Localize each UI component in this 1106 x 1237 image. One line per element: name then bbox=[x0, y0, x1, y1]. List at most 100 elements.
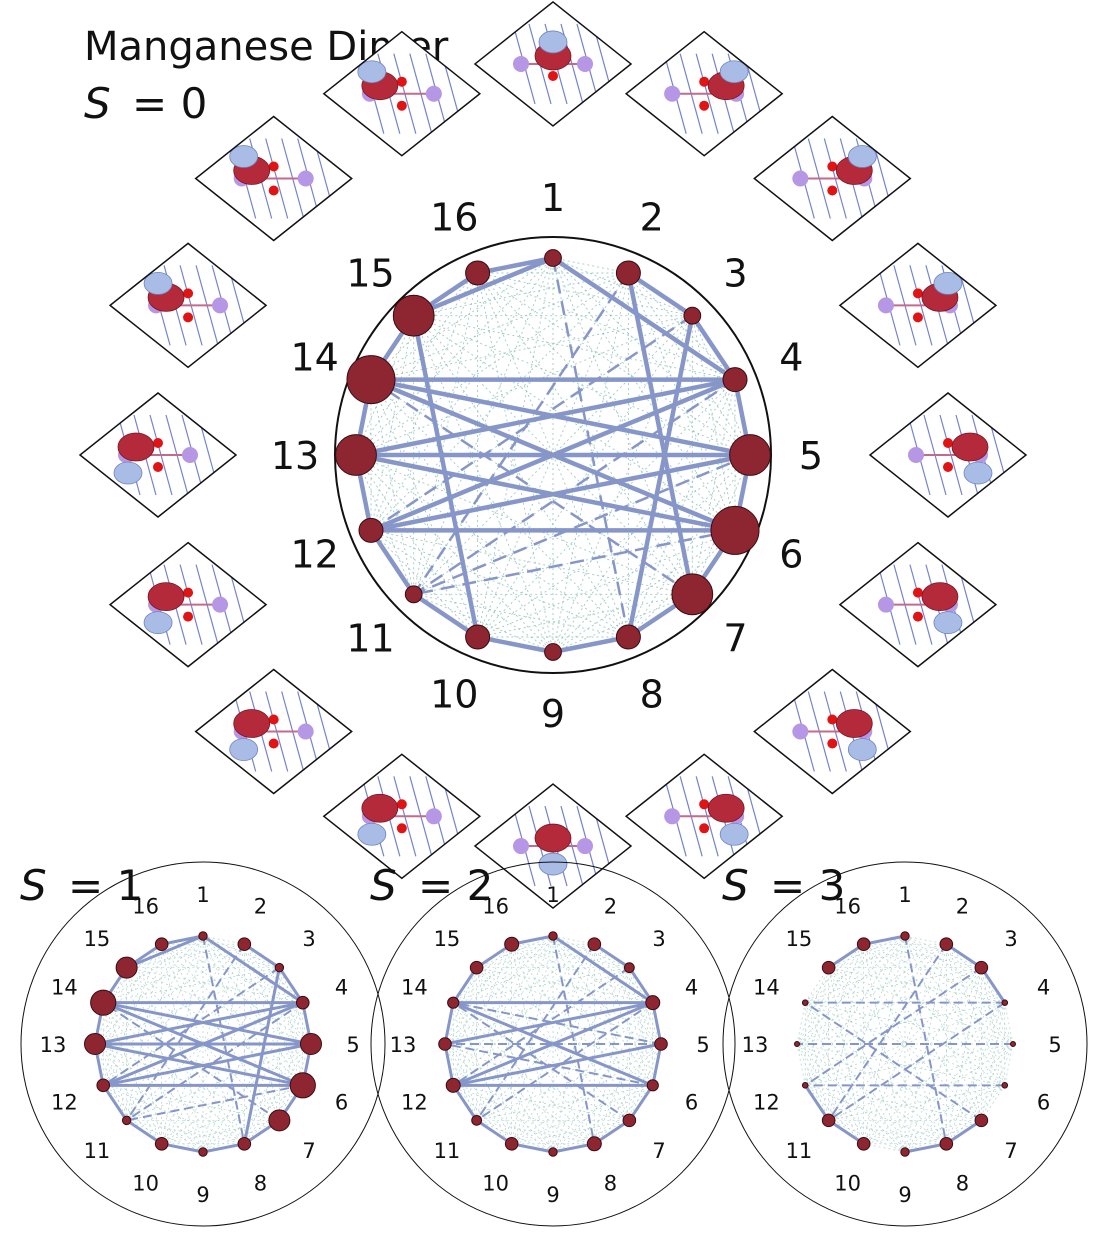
spin-symbol: S bbox=[722, 861, 749, 910]
weak-edge bbox=[161, 935, 204, 1144]
weak-edge bbox=[828, 935, 906, 1121]
orbital-label-10: 10 bbox=[482, 1172, 509, 1196]
orbital-node-6 bbox=[1001, 1082, 1009, 1089]
weak-edge bbox=[126, 967, 280, 1121]
weak-edge bbox=[161, 944, 245, 1144]
orbital-node-10 bbox=[504, 1136, 519, 1151]
weak-edge bbox=[476, 967, 630, 1121]
orbital-label-7: 7 bbox=[652, 1139, 665, 1163]
orbital-label-5: 5 bbox=[799, 434, 823, 478]
orbital-label-4: 4 bbox=[685, 976, 698, 1000]
orbital-node-2 bbox=[237, 937, 252, 952]
weak-edge bbox=[453, 1085, 595, 1145]
diamond-frame bbox=[624, 30, 784, 157]
orbital-node-11 bbox=[121, 1115, 132, 1126]
weak-edge bbox=[629, 1002, 654, 1121]
orbital-label-10: 10 bbox=[834, 1172, 861, 1196]
mn-atom bbox=[664, 808, 681, 825]
weak-edge bbox=[444, 1043, 554, 1153]
weak-edge bbox=[477, 272, 736, 531]
orbital-label-5: 5 bbox=[696, 1033, 709, 1057]
orbital-node-6 bbox=[289, 1072, 316, 1099]
mn-atom bbox=[212, 297, 229, 314]
mn-atom bbox=[792, 723, 809, 740]
orbital-image-11 bbox=[194, 668, 353, 795]
orbital-lobe-positive bbox=[921, 582, 959, 612]
weak-edge bbox=[594, 1085, 653, 1144]
orbital-image-4 bbox=[838, 242, 998, 369]
weak-edge bbox=[244, 944, 303, 1003]
strong-edge bbox=[101, 1083, 129, 1122]
orbital-node-8 bbox=[615, 624, 641, 650]
orbital-nodes bbox=[84, 931, 322, 1157]
orbital-node-13 bbox=[335, 434, 377, 476]
diamond-frame bbox=[838, 541, 998, 668]
weak-edge bbox=[863, 943, 982, 968]
strong-edge bbox=[626, 313, 695, 640]
weak-edge bbox=[628, 454, 751, 638]
weak-edge bbox=[904, 967, 982, 1153]
orbital-label-15: 15 bbox=[84, 927, 111, 951]
medium-edges bbox=[102, 935, 304, 1144]
medium-edge bbox=[125, 943, 246, 1121]
weak-edge bbox=[94, 1043, 280, 1121]
strong-edge bbox=[451, 1042, 663, 1087]
weak-edge bbox=[413, 272, 629, 317]
orbital-label-7: 7 bbox=[302, 1139, 315, 1163]
o-atom bbox=[943, 438, 953, 448]
orbital-label-6: 6 bbox=[779, 533, 803, 577]
orbital-node-15 bbox=[469, 960, 484, 975]
orbital-label-14: 14 bbox=[753, 976, 780, 1000]
orbital-label-11: 11 bbox=[786, 1139, 813, 1163]
strong-edge bbox=[368, 452, 753, 533]
strong-edges bbox=[93, 934, 313, 1154]
weak-edge bbox=[444, 1043, 512, 1144]
orbital-image-12 bbox=[108, 541, 268, 668]
weak-edge bbox=[355, 454, 554, 653]
weak-edge bbox=[279, 1002, 304, 1121]
o-atom bbox=[396, 799, 407, 810]
orbital-image-16 bbox=[322, 30, 482, 157]
strong-edge bbox=[475, 255, 556, 276]
mn-atom bbox=[513, 838, 529, 855]
weak-edge bbox=[202, 935, 245, 945]
weak-edge bbox=[370, 315, 415, 531]
orbital-node-2 bbox=[939, 937, 954, 952]
orbital-image-13 bbox=[78, 392, 238, 518]
weak-edge bbox=[805, 1002, 1005, 1086]
strong-edge bbox=[101, 1001, 305, 1087]
weak-edge bbox=[370, 272, 629, 381]
weak-edge bbox=[863, 944, 947, 1144]
orbital-lobe-negative bbox=[357, 60, 387, 84]
orbital-label-9: 9 bbox=[898, 1183, 911, 1207]
o-atom bbox=[153, 462, 163, 472]
strong-edge bbox=[550, 634, 631, 655]
weak-edge bbox=[511, 967, 630, 1144]
weak-edge bbox=[805, 1085, 864, 1144]
weak-edge bbox=[828, 967, 906, 1153]
weak-edge bbox=[444, 1043, 630, 1121]
orbital-label-11: 11 bbox=[84, 1139, 111, 1163]
strong-edge bbox=[903, 1142, 948, 1154]
spin-value: = 3 bbox=[770, 861, 845, 910]
orbital-lobe-positive bbox=[534, 823, 572, 853]
enclosing-circle bbox=[20, 861, 386, 1227]
orbital-nodes bbox=[335, 249, 771, 661]
weak-edge bbox=[103, 1085, 204, 1153]
strong-edge bbox=[101, 1042, 313, 1087]
weak-edge bbox=[444, 935, 554, 1045]
weak-edge bbox=[904, 944, 947, 1153]
orbital-node-10 bbox=[856, 1136, 871, 1151]
weak-edge bbox=[202, 1120, 280, 1153]
orbital-label-4: 4 bbox=[779, 335, 803, 379]
weak-edge bbox=[1004, 1002, 1014, 1045]
weak-edge bbox=[805, 1043, 1014, 1086]
weak-edge bbox=[804, 1002, 864, 1144]
weak-edge bbox=[552, 454, 751, 653]
strong-edge bbox=[550, 255, 738, 382]
orbital-node-1 bbox=[548, 931, 558, 941]
orbital-lobe-negative bbox=[933, 611, 963, 635]
spin-symbol: S bbox=[370, 861, 397, 910]
weak-edge bbox=[355, 272, 478, 456]
spin-value: = 2 bbox=[418, 861, 493, 910]
